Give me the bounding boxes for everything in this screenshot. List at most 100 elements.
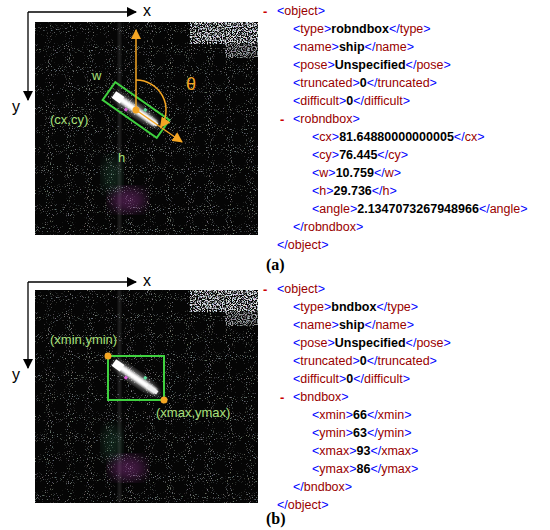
xml-line: <w>10.759</w> [312, 166, 401, 181]
tag-bracket: < [293, 94, 300, 108]
panel-caption: (a) [266, 256, 285, 274]
tag-name: truncated [300, 76, 352, 90]
tag-name: ymin [378, 426, 404, 440]
panel-b [28, 282, 258, 503]
axis-label: x [143, 272, 151, 290]
tag-bracket: < [312, 166, 319, 180]
tag-bracket: > [327, 336, 334, 350]
xml-line: <xmin>66</xmin> [312, 408, 411, 423]
tag-bracket: </ [372, 184, 383, 198]
tag-bracket: > [318, 282, 325, 296]
tag-bracket: </ [365, 318, 376, 332]
xml-line: <truncated>0</truncated> [293, 76, 437, 91]
tag-name: difficult [300, 94, 339, 108]
annotation-label: w [92, 68, 101, 83]
tag-name: object [284, 282, 317, 296]
xml-line: <type>bndbox</type> [293, 300, 418, 315]
tag-name: truncated [300, 354, 352, 368]
tag-bracket: > [349, 462, 356, 476]
x-axis [28, 11, 136, 12]
tag-name: pose [300, 58, 327, 72]
tag-bracket: < [293, 318, 300, 332]
tag-value: robndbox [331, 22, 389, 36]
tag-name: w [385, 166, 394, 180]
tag-bracket: > [332, 148, 339, 162]
tag-name: name [375, 318, 406, 332]
tag-bracket: </ [353, 94, 364, 108]
corner-dot [105, 353, 112, 360]
tag-bracket: > [477, 130, 484, 144]
axis-label: y [12, 366, 20, 384]
collapse-marker: - [280, 390, 284, 405]
tag-bracket: > [324, 300, 331, 314]
y-axis [27, 12, 28, 100]
tag-bracket: < [293, 76, 300, 90]
tag-bracket: > [327, 58, 334, 72]
tag-bracket: < [293, 300, 300, 314]
xml-line: <pose>Unspecified</pose> [293, 336, 451, 351]
collapse-marker: - [263, 282, 267, 297]
tag-bracket: > [411, 300, 418, 314]
tag-name: robndbox [300, 112, 352, 126]
tag-bracket: </ [389, 22, 400, 36]
xml-line: </robndbox> [293, 220, 363, 235]
tag-bracket: > [339, 94, 346, 108]
tag-bracket: < [312, 202, 319, 216]
tag-name: ymin [319, 426, 345, 440]
tag-bracket: </ [370, 462, 381, 476]
xml-line: </bndbox> [293, 480, 352, 495]
center-dot [133, 107, 140, 114]
tag-value: 63 [353, 426, 367, 440]
y-axis [27, 282, 28, 368]
annotation-label: (cx,cy) [50, 112, 88, 127]
tag-bracket: > [339, 372, 346, 386]
xml-line: <object> [277, 4, 325, 19]
tag-name: cx [319, 130, 332, 144]
tag-bracket: > [356, 220, 363, 234]
tag-bracket: > [332, 130, 339, 144]
tag-name: type [300, 22, 324, 36]
tag-value: ship [339, 318, 365, 332]
tag-name: truncated [377, 354, 429, 368]
tag-name: cy [388, 148, 401, 162]
tag-bracket: </ [454, 130, 465, 144]
panel-a [28, 12, 258, 235]
tag-value: 81.64880000000005 [339, 130, 454, 144]
tag-bracket: </ [367, 76, 378, 90]
tag-name: xmax [319, 444, 349, 458]
tag-name: name [375, 40, 406, 54]
tag-bracket: > [430, 76, 437, 90]
tag-name: type [400, 22, 424, 36]
tag-bracket: < [293, 336, 300, 350]
tag-value: 0 [360, 354, 367, 368]
tag-bracket: > [328, 166, 335, 180]
tag-name: bndbox [300, 390, 341, 404]
xml-line: <difficult>0</difficult> [293, 372, 410, 387]
tag-bracket: </ [293, 480, 304, 494]
tag-bracket: > [404, 408, 411, 422]
tag-bracket: </ [353, 372, 364, 386]
tag-bracket: > [411, 462, 418, 476]
tag-bracket: < [277, 282, 284, 296]
tag-name: angle [319, 202, 350, 216]
tag-bracket: </ [479, 202, 490, 216]
xml-line: <name>ship</name> [293, 40, 414, 55]
tag-bracket: </ [406, 336, 417, 350]
tag-value: 0 [360, 76, 367, 90]
tag-name: object [288, 238, 321, 252]
bounding-box [108, 356, 164, 400]
tag-bracket: > [443, 58, 450, 72]
tag-name: pose [300, 336, 327, 350]
xml-line: <cx>81.64880000000005</cx> [312, 130, 484, 145]
tag-name: object [288, 498, 321, 512]
tag-bracket: > [403, 372, 410, 386]
tag-name: type [300, 300, 324, 314]
tag-bracket: > [332, 40, 339, 54]
axis-label: y [12, 98, 20, 116]
tag-name: difficult [300, 372, 339, 386]
tag-bracket: </ [367, 408, 378, 422]
tag-bracket: > [341, 390, 348, 404]
direction-arrow [136, 110, 182, 142]
tag-bracket: < [293, 58, 300, 72]
tag-bracket: < [312, 444, 319, 458]
